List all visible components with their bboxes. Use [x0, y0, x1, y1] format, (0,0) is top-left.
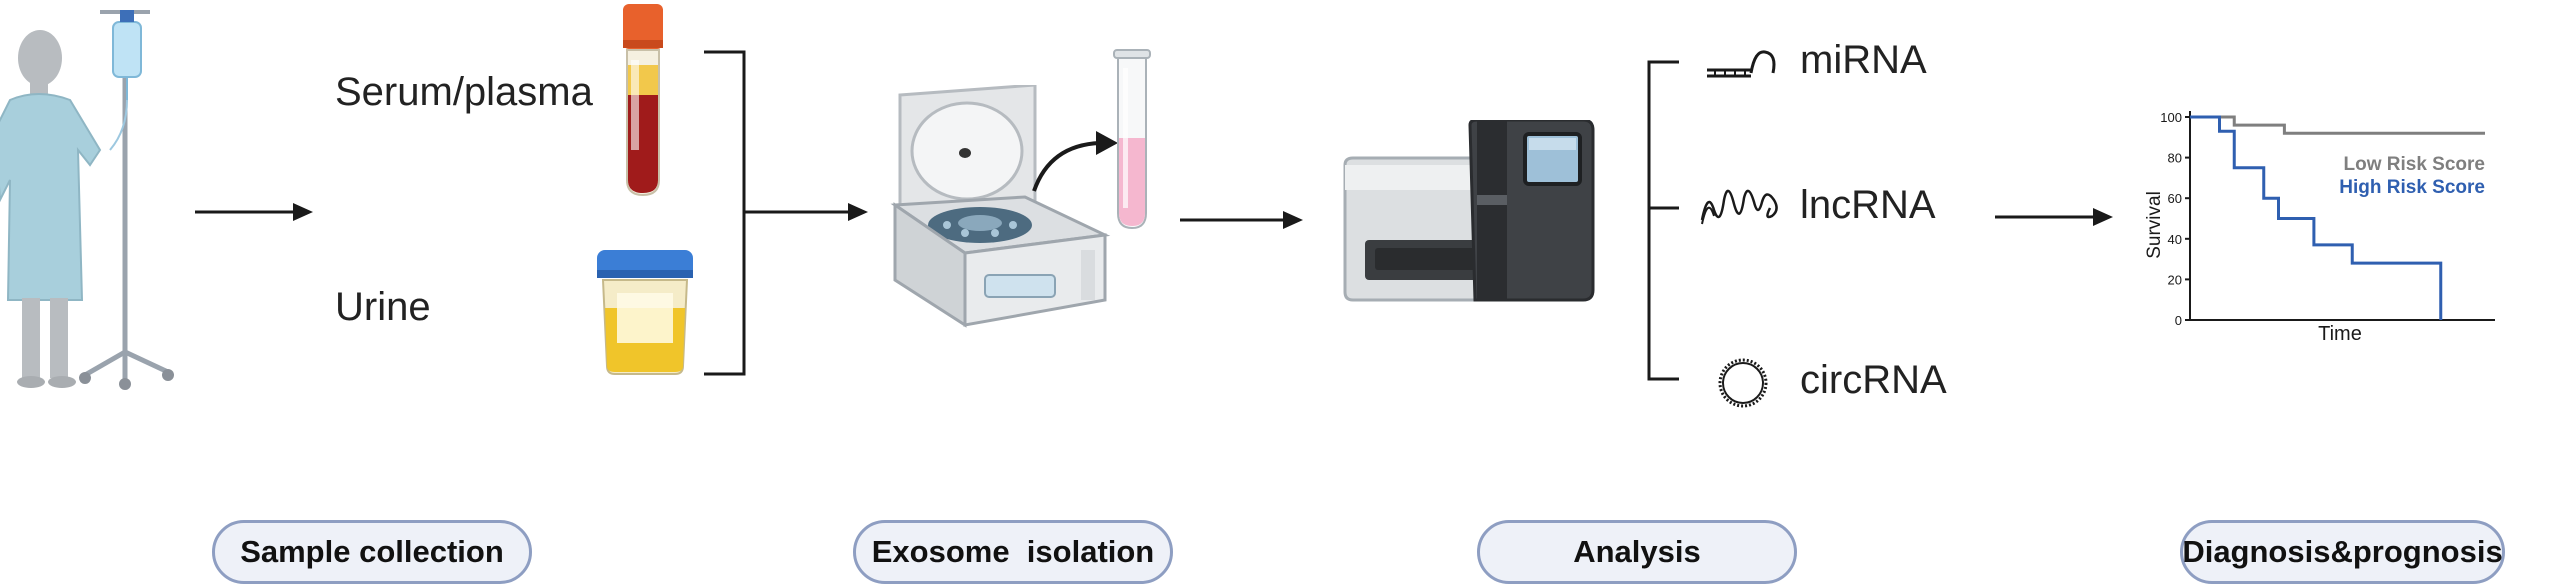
arrow-2-icon: [745, 203, 868, 221]
arrow-3-icon: [1180, 211, 1303, 229]
arrow-1-icon: [195, 203, 313, 221]
y-tick-label: 0: [2175, 313, 2182, 328]
sample-label-serum: Serum/plasma: [335, 70, 593, 114]
y-tick-label: 60: [2168, 191, 2182, 206]
chart-axes: 0 20 40 60 80 100: [2160, 110, 2495, 328]
rna-label-lncrna: lncRNA: [1800, 183, 1936, 227]
rna-bracket: [1647, 60, 1679, 381]
stage-exosome-isolation: Exosome isolation: [853, 520, 1173, 584]
legend-entry-0: Low Risk Score: [2344, 154, 2486, 175]
sample-bracket: [704, 50, 746, 376]
stage-analysis: Analysis: [1477, 520, 1797, 584]
chart-ylabel: Survival: [2144, 191, 2165, 259]
series-line-0: [2190, 115, 2485, 135]
test-tube-icon: [1113, 49, 1151, 230]
series-line-1: [2190, 115, 2443, 320]
patient-illustration: [0, 10, 174, 390]
transfer-arrow-icon: [1032, 131, 1118, 192]
legend-entry-1: High Risk Score: [2339, 177, 2485, 198]
circrna-icon: [1718, 358, 1768, 408]
sample-label-urine: Urine: [335, 285, 431, 329]
chart-xlabel: Time: [2318, 323, 2362, 345]
arrow-4-icon: [1995, 208, 2113, 226]
y-tick-label: 40: [2168, 232, 2182, 247]
lncrna-icon: [1700, 189, 1778, 225]
mirna-icon: [1707, 50, 1776, 78]
urine-cup-icon: [597, 250, 693, 375]
stage-diagnosis-prognosis: Diagnosis&prognosis: [2180, 520, 2505, 584]
rna-label-mirna: miRNA: [1800, 38, 1927, 82]
blood-tube-icon: [623, 4, 663, 197]
y-tick-label: 20: [2168, 272, 2182, 287]
rna-label-circrna: circRNA: [1800, 358, 1947, 402]
chart-series: [2190, 115, 2485, 320]
sequencer-icon: [1343, 120, 1595, 302]
y-tick-label: 80: [2168, 151, 2182, 166]
y-tick-label: 100: [2160, 110, 2182, 125]
centrifuge-icon: [890, 85, 1111, 328]
stage-sample-collection: Sample collection: [212, 520, 532, 584]
